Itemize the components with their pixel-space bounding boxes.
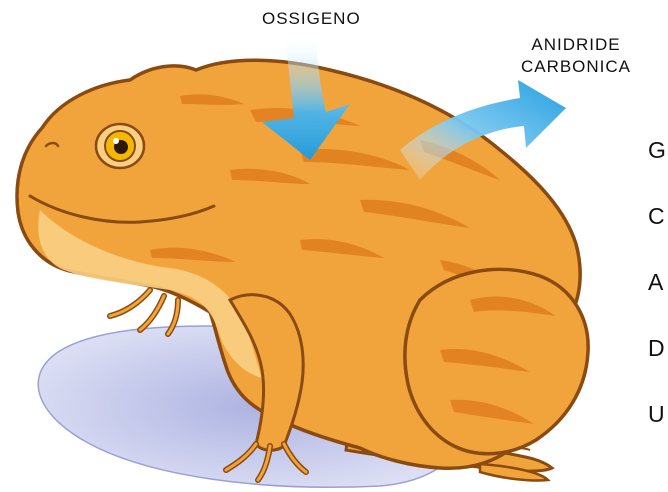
side-letter: A xyxy=(648,269,663,296)
carbon-dioxide-label-line2: CARBONICA xyxy=(496,56,656,78)
frog-eye xyxy=(96,124,144,168)
carbon-dioxide-label-line1: ANIDRIDE xyxy=(496,34,656,56)
carbon-dioxide-label: ANIDRIDE CARBONICA xyxy=(496,34,656,78)
oxygen-label: OSSIGENO xyxy=(262,9,361,29)
side-letter: D xyxy=(648,335,665,362)
side-letter: G xyxy=(648,137,666,164)
side-letter: U xyxy=(648,401,665,428)
side-letter: C xyxy=(648,203,665,230)
